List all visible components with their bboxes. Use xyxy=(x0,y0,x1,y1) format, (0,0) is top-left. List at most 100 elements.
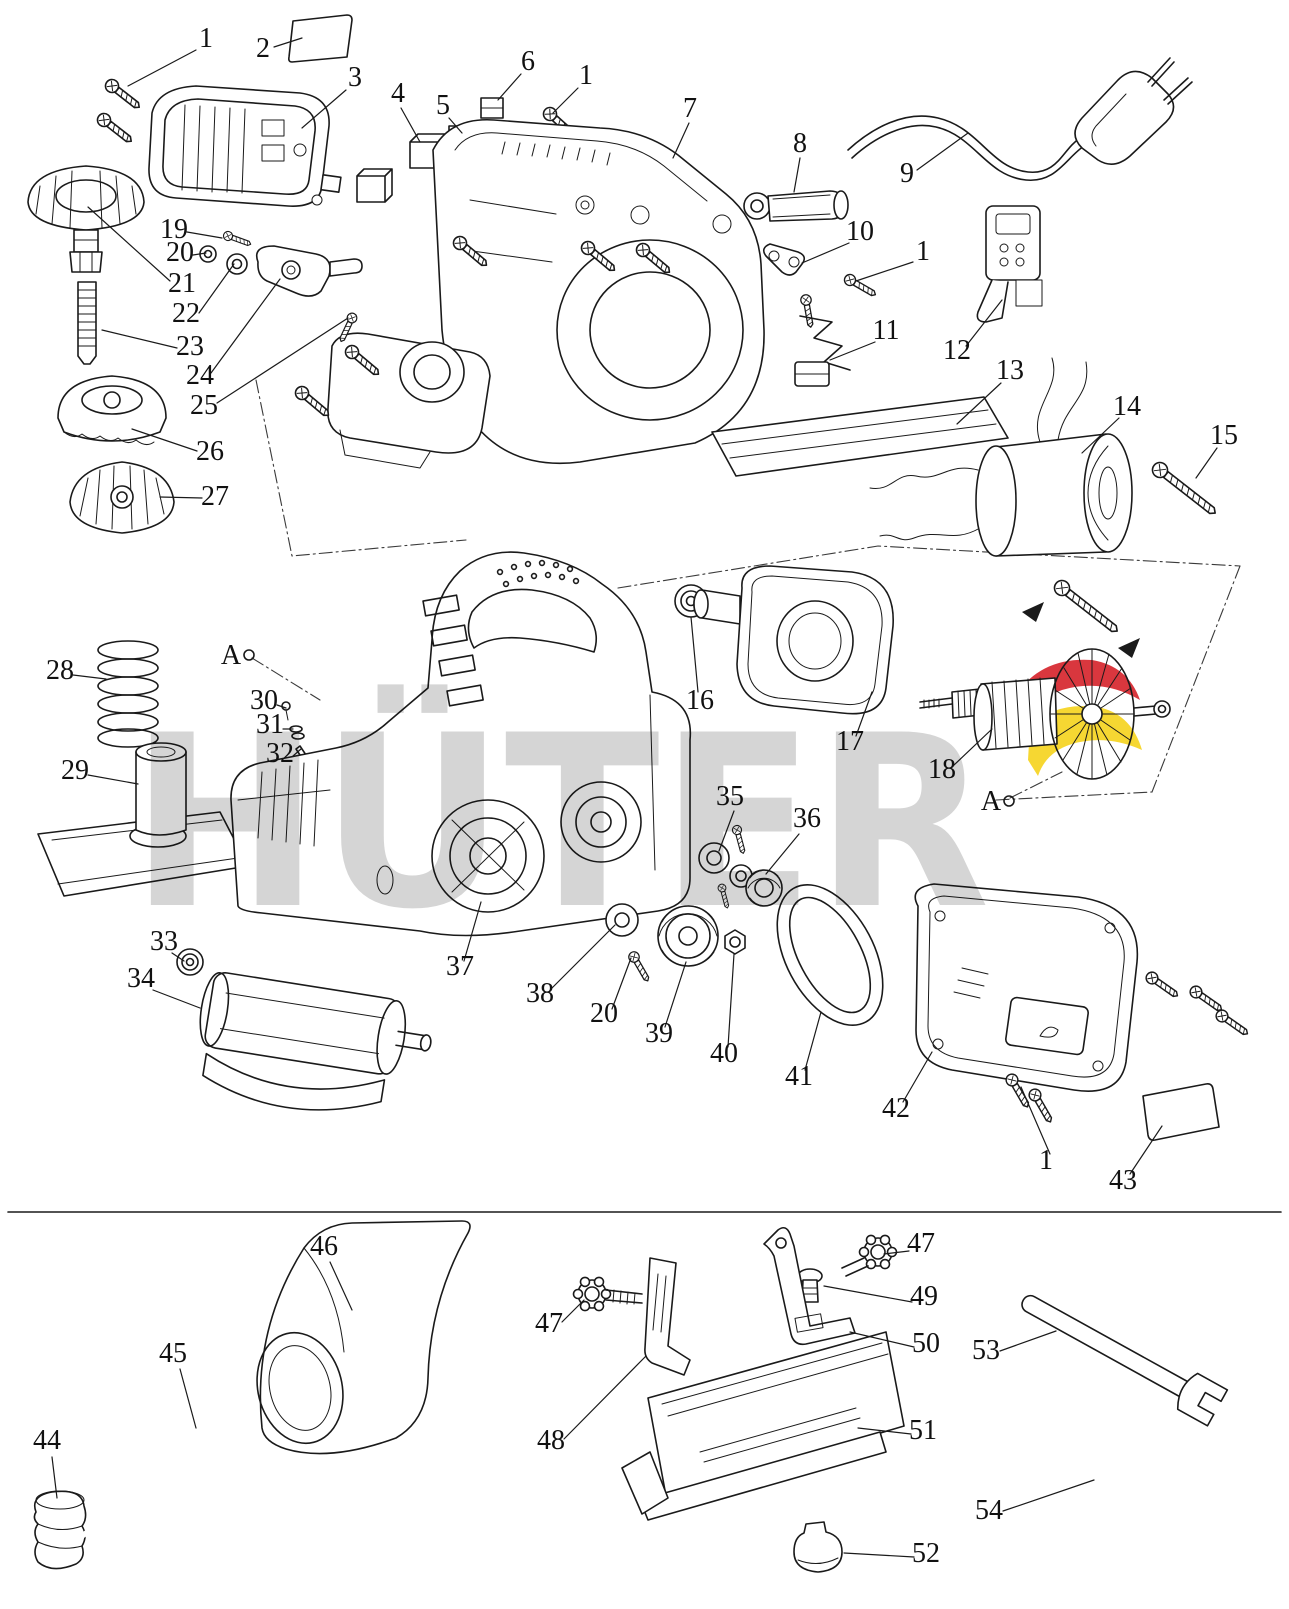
label-17: 17 xyxy=(836,726,864,757)
label-43: 43 xyxy=(1109,1165,1137,1196)
label-14: 14 xyxy=(1113,391,1141,422)
part-washer-38 xyxy=(605,903,639,937)
label-33: 33 xyxy=(150,926,178,957)
part-bracket-50 xyxy=(763,1226,856,1346)
part-deflector-46 xyxy=(256,1220,471,1455)
label-23: 23 xyxy=(176,331,204,362)
part-front-shoe xyxy=(292,332,491,469)
label-26: 26 xyxy=(196,436,224,467)
part-switch-12 xyxy=(976,205,1043,323)
label-1d: 1 xyxy=(1039,1145,1053,1176)
part-sticker-43 xyxy=(1142,1083,1220,1141)
part-stator-14 xyxy=(869,357,1133,557)
label-25: 25 xyxy=(190,390,218,421)
label-2: 2 xyxy=(256,33,270,64)
label-36: 36 xyxy=(793,803,821,834)
brand-watermark: HÜTER xyxy=(130,684,990,962)
section-mark-a2: A xyxy=(981,786,1002,817)
label-16: 16 xyxy=(686,685,714,716)
label-48: 48 xyxy=(537,1425,565,1456)
label-41: 41 xyxy=(785,1061,813,1092)
part-knob-assembly-19-27 xyxy=(27,165,363,534)
part-fence-51 xyxy=(621,1331,905,1521)
part-fan-guard-17 xyxy=(693,565,894,715)
label-20b: 20 xyxy=(590,998,618,1029)
plug-body xyxy=(1074,70,1175,165)
part-plate-13 xyxy=(711,396,1009,477)
label-51: 51 xyxy=(909,1415,937,1446)
label-4: 4 xyxy=(391,78,405,109)
label-49: 49 xyxy=(910,1281,938,1312)
part-belt-41 xyxy=(776,883,884,1027)
label-32: 32 xyxy=(266,738,294,769)
label-22: 22 xyxy=(172,298,200,329)
part-labels: 1 2 3 4 5 6 1 7 8 9 10 1 11 12 13 14 15 … xyxy=(33,23,1238,1569)
label-47b: 47 xyxy=(907,1228,935,1259)
label-45: 45 xyxy=(159,1338,187,1369)
label-1b: 1 xyxy=(579,60,593,91)
label-53: 53 xyxy=(972,1335,1000,1366)
part-pulley-39 xyxy=(657,905,719,967)
label-7: 7 xyxy=(683,93,697,124)
label-18: 18 xyxy=(928,754,956,785)
part-nut-40 xyxy=(724,929,746,955)
section-mark-circle-a2 xyxy=(1003,795,1015,807)
part-hose-44 xyxy=(33,1490,87,1570)
label-46: 46 xyxy=(310,1231,338,1262)
part-chute-29 xyxy=(135,742,187,836)
label-15: 15 xyxy=(1210,420,1238,451)
part-sticker-2 xyxy=(288,14,353,63)
part-knob-52 xyxy=(793,1521,843,1573)
part-link-10 xyxy=(762,243,879,329)
part-housing-cover-3 xyxy=(148,85,330,207)
label-12: 12 xyxy=(943,335,971,366)
label-1c: 1 xyxy=(916,236,930,267)
part-power-cord-9 xyxy=(847,57,1193,181)
label-6: 6 xyxy=(521,46,535,77)
part-rod-45 xyxy=(79,1378,281,1539)
label-54: 54 xyxy=(975,1495,1003,1526)
label-24: 24 xyxy=(186,360,214,391)
part-wrench-53 xyxy=(1021,1294,1229,1427)
part-screws-15 xyxy=(1022,458,1221,658)
label-29: 29 xyxy=(61,755,89,786)
label-38: 38 xyxy=(526,978,554,1009)
label-9: 9 xyxy=(900,158,914,189)
label-10: 10 xyxy=(846,216,874,247)
label-42: 42 xyxy=(882,1093,910,1124)
construction-lines xyxy=(251,379,1241,801)
part-knob-47-left xyxy=(572,1276,643,1312)
leader-lines xyxy=(51,37,1218,1558)
label-35: 35 xyxy=(716,781,744,812)
label-13: 13 xyxy=(996,355,1024,386)
label-39: 39 xyxy=(645,1018,673,1049)
label-40: 40 xyxy=(710,1038,738,1069)
label-30: 30 xyxy=(250,685,278,716)
part-knob-47-right xyxy=(841,1234,898,1277)
label-20a: 20 xyxy=(166,237,194,268)
label-11: 11 xyxy=(873,315,900,346)
label-31: 31 xyxy=(256,709,284,740)
label-8: 8 xyxy=(793,128,807,159)
parts-artwork xyxy=(7,14,1282,1573)
label-21: 21 xyxy=(168,268,196,299)
part-bracket-48 xyxy=(644,1257,691,1376)
label-34: 34 xyxy=(127,963,155,994)
part-hex-key-54 xyxy=(1093,1425,1179,1499)
label-5: 5 xyxy=(436,90,450,121)
part-spring-28 xyxy=(97,640,159,748)
label-1a: 1 xyxy=(199,23,213,54)
part-bearing-33 xyxy=(176,948,204,976)
part-wire-clip-11 xyxy=(794,315,851,387)
part-cutter-drum-34 xyxy=(199,972,432,1111)
label-50: 50 xyxy=(912,1328,940,1359)
part-handle-8 xyxy=(743,190,849,222)
label-44: 44 xyxy=(33,1425,61,1456)
part-belt-cover-42 xyxy=(914,883,1139,1092)
label-47a: 47 xyxy=(535,1308,563,1339)
label-27: 27 xyxy=(201,481,229,512)
label-37: 37 xyxy=(446,951,474,982)
label-19: 19 xyxy=(160,214,188,245)
